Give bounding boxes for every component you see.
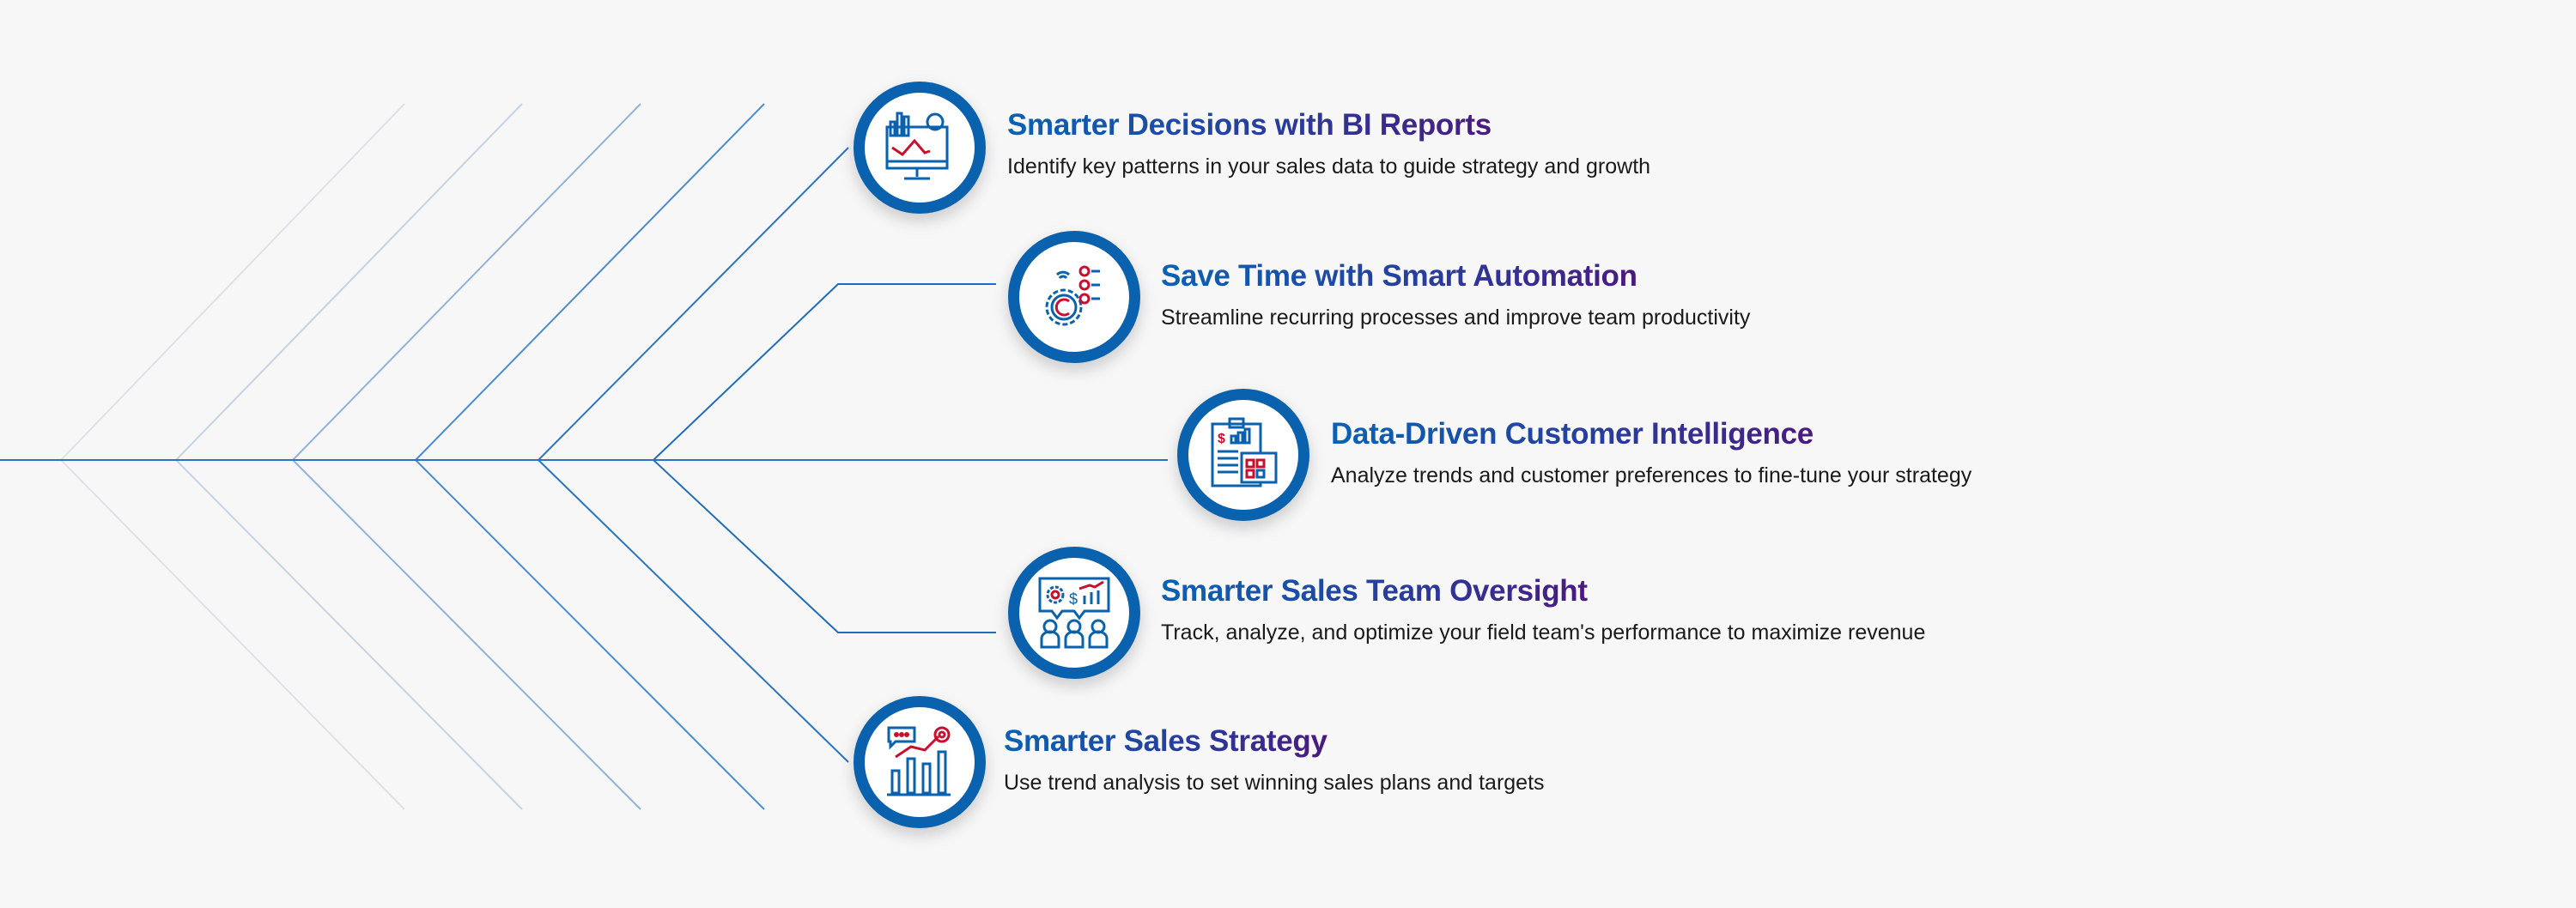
- item-sales-team: Smarter Sales Team Oversight Track, anal…: [1161, 574, 1925, 645]
- clipboard-calendar-icon: $: [1211, 417, 1278, 487]
- item-description: Identify key patterns in your sales data…: [1007, 154, 1651, 179]
- item-title: Save Time with Smart Automation: [1161, 259, 1637, 293]
- item-description: Use trend analysis to set winning sales …: [1004, 771, 1545, 795]
- item-description: Track, analyze, and optimize your field …: [1161, 620, 1926, 645]
- chevron-line-6: [652, 283, 996, 633]
- sales-strategy-node: [854, 696, 986, 828]
- item-title: Smarter Sales Team Oversight: [1161, 574, 1588, 608]
- chevron-line-1: [59, 103, 405, 810]
- item-title: Data-Driven Customer Intelligence: [1331, 417, 1814, 451]
- item-title: Smarter Sales Strategy: [1004, 724, 1327, 758]
- item-automation: Save Time with Smart Automation Streamli…: [1161, 259, 1750, 330]
- svg-text:$: $: [1218, 432, 1225, 446]
- svg-text:$: $: [1069, 590, 1078, 608]
- chevron-line-4: [414, 103, 765, 810]
- item-description: Streamline recurring processes and impro…: [1161, 306, 1751, 330]
- automation-gear-checklist-icon: [1045, 265, 1100, 326]
- growth-chart-target-icon: [887, 726, 951, 796]
- chevron-line-2: [174, 103, 523, 810]
- bi-report-monitor-icon: [885, 112, 949, 180]
- customer-intelligence-node: $: [1177, 389, 1309, 521]
- bi-reports-node: [854, 82, 986, 214]
- item-bi-reports: Smarter Decisions with BI Reports Identi…: [1007, 108, 1650, 179]
- item-sales-strategy: Smarter Sales Strategy Use trend analysi…: [1004, 724, 1545, 796]
- chevron-line-3: [291, 103, 641, 810]
- chevron-line-5: [537, 147, 849, 763]
- sales-team-node: $: [1008, 547, 1140, 679]
- item-description: Analyze trends and customer preferences …: [1331, 463, 1972, 487]
- sales-team-presentation-icon: $: [1038, 577, 1110, 649]
- automation-node: [1008, 231, 1140, 363]
- item-title: Smarter Decisions with BI Reports: [1007, 108, 1492, 142]
- item-customer-intelligence: Data-Driven Customer Intelligence Analyz…: [1331, 417, 1971, 488]
